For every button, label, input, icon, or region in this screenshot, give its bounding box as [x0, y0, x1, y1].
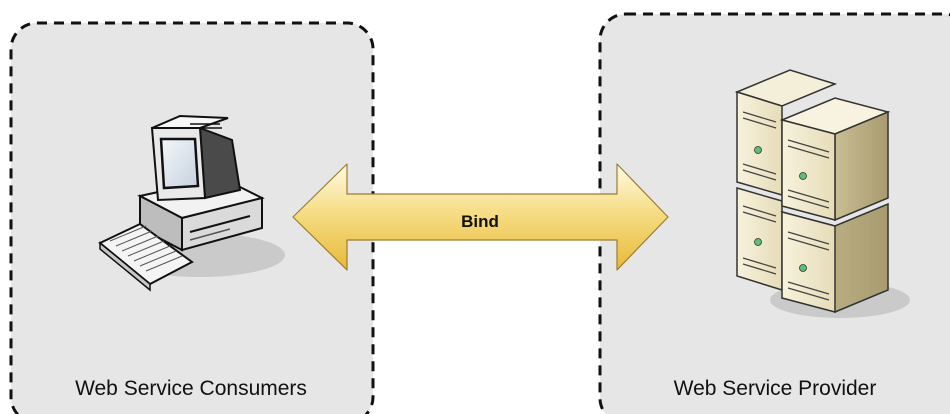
- bind-label: Bind: [461, 212, 499, 231]
- bind-arrow: [292, 163, 669, 271]
- consumers-caption: Web Service Consumers: [75, 377, 307, 400]
- provider-caption: Web Service Provider: [673, 377, 877, 400]
- desktop-computer-icon: [98, 114, 285, 292]
- server-cluster-icon: [734, 69, 910, 318]
